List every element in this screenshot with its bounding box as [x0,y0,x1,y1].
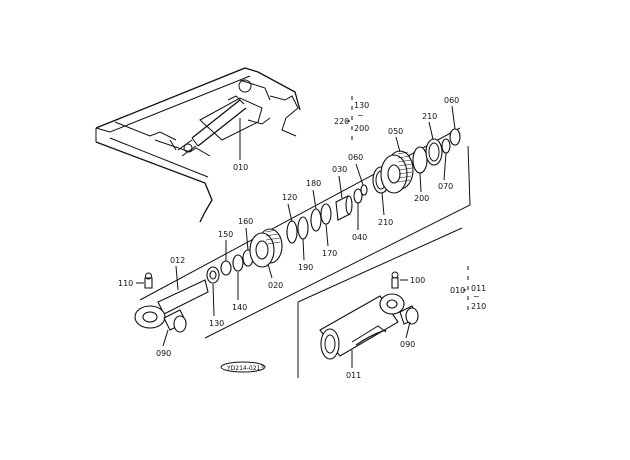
part-120 [286,220,298,244]
part-170 [320,203,332,225]
part-190 [297,216,309,240]
label-090-b: 090 [400,340,415,349]
label-180: 180 [306,179,321,188]
part-110-grease-nipple: 110 [118,272,153,289]
label-060-a: 060 [348,153,363,162]
label-190: 190 [298,263,313,272]
part-060-b [449,128,461,146]
label-090-a: 090 [156,349,171,358]
group-220-to: 200 [354,124,369,133]
diagram-code: YD214-0213 [226,365,264,372]
part-180 [310,208,322,232]
label-030: 030 [332,165,347,174]
cylinder-box-top [297,227,463,303]
exploded-axis [139,127,461,301]
part-150 [220,260,232,276]
label-210-b: 210 [422,112,437,121]
label-200: 200 [414,194,429,203]
group-010-from: 011 [471,284,486,293]
label-160: 160 [238,217,253,226]
label-070: 070 [438,182,453,191]
part-060-a [360,184,368,196]
label-100: 100 [410,276,425,285]
label-020: 020 [268,281,283,290]
label-150: 150 [218,230,233,239]
part-012-piston-rod: 012 [134,256,209,333]
label-011: 011 [346,371,361,380]
part-011-cylinder-tube [319,293,419,360]
part-020-gland [249,228,283,268]
label-060-b: 060 [444,96,459,105]
group-220: 220 130 ~ 200 [334,96,369,140]
part-140 [232,254,244,272]
group-010-label: 010 [450,286,465,295]
group-010-to: 210 [471,302,486,311]
part-200 [412,146,428,174]
part-130 [206,266,220,284]
group-010: 010 011 ~ 210 [450,266,486,311]
exploded-frame [204,145,471,339]
label-012: 012 [170,256,185,265]
part-030-spacer [335,195,353,221]
label-110: 110 [118,279,133,288]
label-040: 040 [352,233,367,242]
group-220-label: 220 [334,117,349,126]
diagram-code-badge: YD214-0213 [220,361,266,373]
group-220-tilde: ~ [357,111,364,120]
label-140: 140 [232,303,247,312]
label-130: 130 [209,319,224,328]
label-050: 050 [388,127,403,136]
part-070 [441,138,451,154]
tractor-frame-illustration [95,67,301,223]
group-220-from: 130 [354,101,369,110]
label-010: 010 [233,163,248,172]
label-170: 170 [322,249,337,258]
part-050-piston [380,150,414,194]
label-210-a: 210 [378,218,393,227]
label-120: 120 [282,193,297,202]
group-010-tilde: ~ [473,292,480,301]
part-100-grease-nipple [391,271,408,289]
